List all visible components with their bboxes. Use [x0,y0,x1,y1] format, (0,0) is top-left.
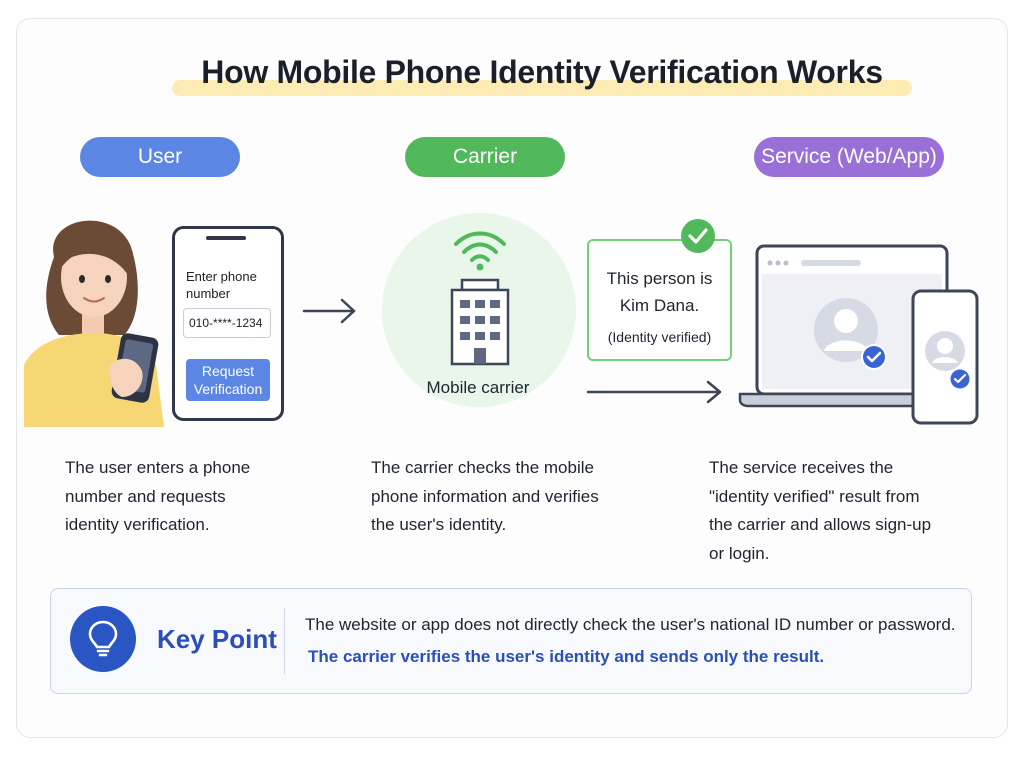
carrier-pill: Carrier [405,137,565,177]
arrow-right-icon [586,380,722,404]
key-point-divider [284,608,285,674]
checkmark-glyph [688,228,708,244]
lightbulb-icon [70,606,136,672]
key-point-box [50,588,972,694]
page-title: How Mobile Phone Identity Verification W… [201,54,883,90]
user-desc-line: The user enters a phone [65,458,251,477]
phone-number-field[interactable]: 010-****-1234 [183,308,271,338]
user-desc-line: number and requests [65,486,226,506]
user-illustration [24,220,164,427]
verified-line2: Kim Dana. [619,296,700,315]
key-point-line2: The carrier verifies the user's identity… [308,647,825,666]
service-description: The service receives the "identity verif… [709,454,931,568]
key-point-title: Key Point [157,624,277,654]
service-desc-line: "identity verified" result from [709,486,920,506]
phone-prompt-line1: Enter phone [186,269,257,284]
request-verification-label: Request Verification [194,362,262,398]
user-desc-line: identity verification. [65,515,210,534]
arrow-right-icon [302,298,356,324]
request-label-line1: Request [201,363,255,379]
carrier-desc-line: The carrier checks the mobile [371,458,594,477]
service-desc-line: The service receives the [709,458,894,477]
user-description: The user enters a phone number and reque… [65,454,250,540]
laptop-and-phone-illustration [738,244,979,425]
title-highlight [172,80,912,96]
service-desc-line: or login. [709,543,770,563]
user-pill: User [80,137,240,177]
carrier-desc-line: the user's identity. [371,515,507,534]
request-verification-button[interactable]: Request Verification [186,359,270,401]
key-point-line1: The website or app does not directly che… [305,615,956,634]
check-icon [681,219,715,253]
request-label-line2: Verification [193,381,263,397]
title-block: How Mobile Phone Identity Verification W… [172,50,912,100]
carrier-illustration-label: Mobile carrier [426,378,530,397]
carrier-desc-line: phone information and verifies [371,486,599,506]
service-desc-line: the carrier and allows sign-up [709,515,932,534]
building-icon [450,278,510,366]
carrier-description: The carrier checks the mobile phone info… [371,454,599,540]
verified-line1: This person is [606,269,713,288]
lightbulb-glyph [88,620,118,657]
service-pill: Service (Web/App) [754,137,944,177]
verified-line3: (Identity verified) [607,329,712,345]
verified-result-box: This person is Kim Dana. (Identity verif… [587,239,732,361]
wifi-signal-icon [454,231,506,271]
phone-prompt-line2: number [186,286,231,301]
